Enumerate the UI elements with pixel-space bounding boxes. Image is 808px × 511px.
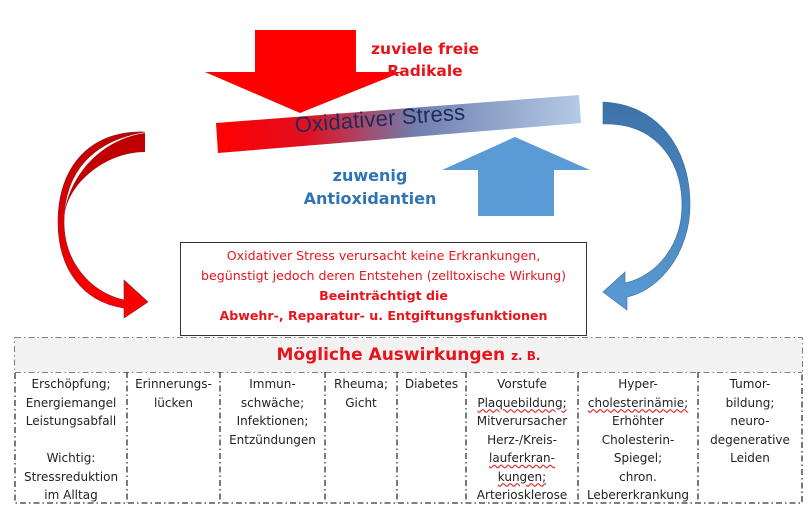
effect-line: schwäche;: [240, 395, 305, 410]
effect-line: cholesterinämie;: [587, 395, 689, 410]
info-bold-line: Abwehr-, Reparatur- u. Entgiftungsfunkti…: [219, 308, 548, 323]
effect-line: Mitverursacher: [476, 414, 568, 428]
info-bold-line: Beeinträchtigt die: [319, 288, 448, 303]
info-line: Oxidativer Stress verursacht keine Erkra…: [226, 248, 541, 263]
effects-title: Mögliche Auswirkungen z. B.: [15, 338, 802, 372]
info-box: Oxidativer Stress verursacht keine Erkra…: [180, 242, 587, 336]
effect-line: Herz-/Kreis-: [487, 432, 557, 447]
effects-column: Diabetes: [397, 374, 466, 503]
effect-line: Arteriosklerose: [476, 488, 568, 502]
down-arrow-icon: [205, 30, 402, 113]
curved-arrow-right-icon: [602, 101, 691, 311]
oxidative-stress-bar: [216, 95, 581, 153]
effect-line: neuro-: [730, 414, 770, 428]
effect-line: Spiegel;: [613, 451, 663, 465]
effect-line: Leistungsabfall: [25, 414, 117, 428]
effects-table: Mögliche Auswirkungen z. B. Erschöpfung;…: [15, 338, 802, 503]
effect-line: Immun-: [249, 377, 296, 391]
effect-line: bildung;: [725, 395, 775, 410]
effect-line: Gicht: [345, 395, 377, 410]
effect-line: lauferkran-: [488, 451, 555, 465]
effect-line: Vorstufe: [497, 377, 547, 391]
effect-line: Erinnerungs-: [135, 377, 212, 391]
effect-line: Rheuma;: [333, 377, 389, 391]
effect-line: im Alltag: [44, 488, 98, 502]
effect-line: Lebererkrankung: [586, 488, 690, 502]
effect-line: Wichtig:: [46, 451, 96, 465]
effect-line: Tumor-: [729, 377, 771, 391]
effect-line: Cholesterin-: [601, 432, 675, 447]
info-line: begünstigt jedoch deren Entstehen (zellt…: [200, 268, 567, 283]
curved-arrow-left-icon: [57, 131, 149, 319]
effect-line: Energiemangel: [25, 395, 117, 410]
effect-line: Plaquebildung;: [477, 395, 567, 410]
effects-column: Erinnerungs-lücken: [127, 374, 220, 503]
effect-line: Leiden: [730, 451, 770, 465]
effect-line: Entzündungen: [229, 432, 316, 447]
antioxidants-label: zuwenig Antioxidantien: [303, 166, 437, 208]
effect-line: degenerative: [710, 432, 790, 447]
effects-column: Immun-schwäche; Infektionen; Entzündungen: [220, 374, 325, 503]
effect-line: Stressreduktion: [23, 469, 119, 484]
effect-line: Diabetes: [404, 377, 459, 391]
effect-line: Erhöhter: [612, 414, 664, 428]
effect-line: [15, 431, 127, 450]
effect-line: lücken: [153, 395, 194, 410]
up-arrow-icon: [442, 137, 590, 216]
effect-line: Erschöpfung;: [31, 377, 111, 391]
effects-column: Rheuma; Gicht: [325, 374, 397, 503]
effect-line: chron.: [619, 469, 657, 484]
free-radicals-label: zuviele freie Radikale: [371, 40, 479, 80]
effect-line: kungen;: [497, 469, 547, 484]
effect-line: Hyper-: [618, 377, 658, 391]
effect-line: Infektionen;: [236, 414, 309, 428]
